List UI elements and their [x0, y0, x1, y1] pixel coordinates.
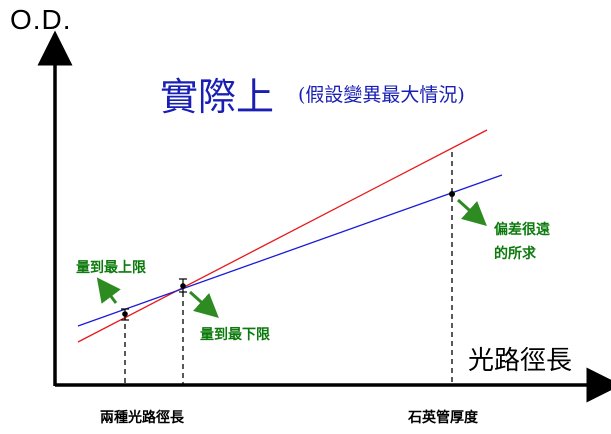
y-axis-label: O.D.: [10, 4, 72, 35]
point-short-path: [121, 308, 129, 321]
arrow-lower-limit: [188, 290, 219, 319]
x-category-two-path-lengths: 兩種光路徑長: [100, 410, 184, 426]
arrow-far: [456, 198, 487, 227]
annotation-far-line1: 偏差很遠: [494, 222, 550, 238]
annotation-upper-limit: 量到最上限: [76, 260, 146, 276]
point-long-path: [179, 278, 187, 293]
point-quartz: [449, 191, 455, 197]
x-category-quartz-thickness: 石英管厚度: [408, 410, 478, 426]
red-line: [77, 129, 488, 343]
annotation-lower-limit: 量到最下限: [200, 327, 270, 343]
diagram-subtitle: (假設變異最大情況): [298, 84, 465, 106]
annotation-far-deviation: 偏差很遠 的所求: [494, 218, 564, 266]
annotation-far-line2: 的所求: [494, 246, 536, 262]
arrow-upper-limit: [96, 277, 121, 304]
blue-line: [77, 174, 503, 327]
x-axis-label: 光路徑長: [468, 346, 573, 376]
diagram-title: 實際上: [160, 75, 275, 119]
